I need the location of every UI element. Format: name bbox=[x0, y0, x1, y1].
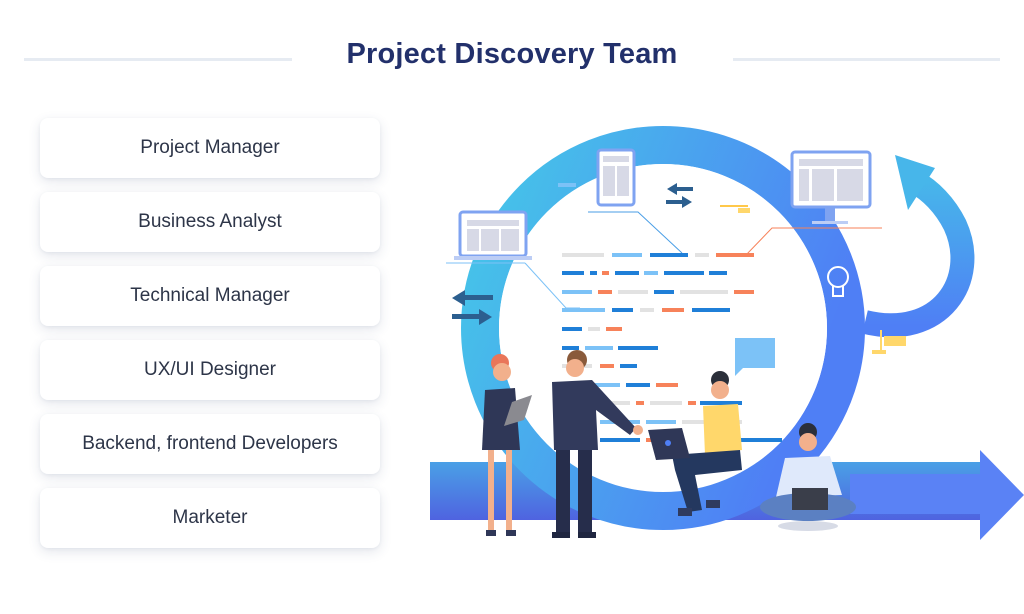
person-man-sitting bbox=[760, 423, 856, 531]
swap-arrows-icon bbox=[452, 290, 493, 325]
roles-list: Project Manager Business Analyst Technic… bbox=[40, 118, 380, 562]
lightbulb-icon bbox=[827, 266, 849, 297]
person-woman-tablet bbox=[482, 354, 532, 536]
role-card-ux-ui-designer: UX/UI Designer bbox=[40, 340, 380, 400]
team-illustration bbox=[420, 110, 1024, 570]
tablet-icon bbox=[558, 148, 683, 254]
swap-arrows-icon bbox=[666, 183, 693, 208]
role-card-project-manager: Project Manager bbox=[40, 118, 380, 178]
role-card-business-analyst: Business Analyst bbox=[40, 192, 380, 252]
chat-bubble-icon bbox=[735, 338, 775, 376]
role-card-developers: Backend, frontend Developers bbox=[40, 414, 380, 474]
header: Project Discovery Team bbox=[0, 30, 1024, 86]
title-divider-left bbox=[24, 58, 292, 61]
title-divider-right bbox=[733, 58, 1000, 61]
accent-marks bbox=[720, 205, 906, 354]
person-man-laptop bbox=[648, 371, 742, 516]
monitor-icon bbox=[745, 150, 882, 256]
role-card-marketer: Marketer bbox=[40, 488, 380, 548]
laptop-icon bbox=[446, 210, 580, 309]
role-card-technical-manager: Technical Manager bbox=[40, 266, 380, 326]
page-title: Project Discovery Team bbox=[346, 38, 678, 70]
person-man-pointing bbox=[552, 350, 643, 538]
cycle-arrow-icon bbox=[862, 155, 975, 338]
